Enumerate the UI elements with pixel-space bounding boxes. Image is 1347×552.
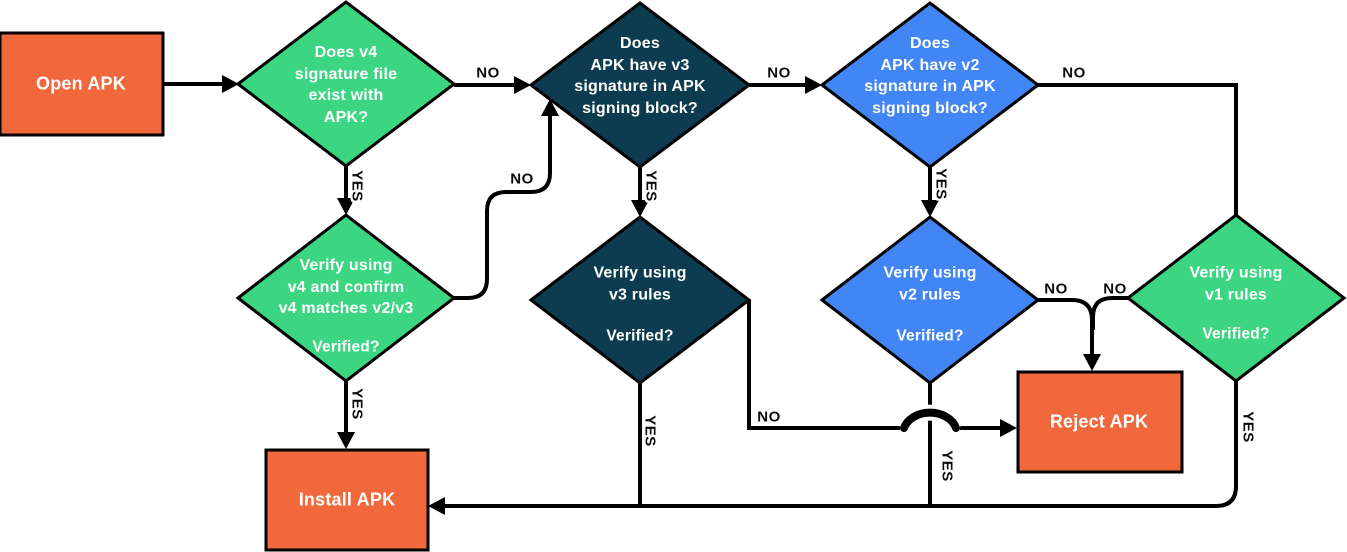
- verifyv1-label: Verify using v1 rules: [1189, 264, 1283, 304]
- reject-apk-label: Reject APK: [1049, 411, 1149, 432]
- reject-apk-box: [1016, 370, 1184, 474]
- verifyv2-label: Verify using v2 rules: [883, 264, 977, 304]
- edge-label-verifyv2-yes: YES: [938, 450, 956, 482]
- arrowhead-into-verifyv2: [921, 200, 939, 217]
- edge-verifyv2-no-to-reject: [1038, 298, 1094, 356]
- edge-label-qv2-no: NO: [1062, 64, 1086, 82]
- open-apk-box: [0, 31, 165, 137]
- verifyv4-verified-label: Verified?: [312, 338, 380, 356]
- arrowhead-into-qv2: [805, 76, 822, 94]
- edge-label-verifyv1-no: NO: [1103, 280, 1127, 298]
- arrowhead-into-reject-left: [1000, 419, 1017, 437]
- decision-verifyv1-shape: [1125, 213, 1347, 383]
- edge-label-qv3-yes: YES: [642, 170, 660, 202]
- qv4-label: Does v4 signature file exist with APK?: [294, 44, 398, 126]
- verifyv1-verified-label: Verified?: [1202, 325, 1270, 343]
- decision-verifyv3-shape: [528, 215, 752, 385]
- edge-verifyv3-no-left-segment: [747, 300, 900, 430]
- verifyv4-label: Verify using v4 and confirm v4 matches v…: [278, 256, 414, 317]
- decision-verifyv2-shape: [819, 215, 1041, 385]
- install-apk-box: [264, 448, 430, 552]
- edge-label-verifyv4-yes: YES: [348, 388, 366, 420]
- decision-verifyv4-shape: [235, 213, 457, 383]
- arrowhead-into-verifyv4: [337, 198, 355, 215]
- edge-label-verifyv1-yes: YES: [1239, 411, 1257, 443]
- qv2-label: Does APK have v2 signature in APK signin…: [864, 35, 996, 117]
- decision-qv2-shape: [819, 1, 1041, 169]
- arrowhead-into-install-top: [337, 432, 355, 449]
- arrowhead-into-verifyv3: [631, 200, 649, 217]
- decision-qv3-shape: [528, 1, 752, 169]
- arrowhead-into-qv4: [222, 75, 239, 93]
- verifyv3-verified-label: Verified?: [606, 327, 674, 345]
- edge-label-verifyv3-no: NO: [757, 408, 781, 426]
- decision-qv4-shape: [235, 0, 457, 168]
- edge-label-qv2-yes: YES: [932, 168, 950, 200]
- edge-label-qv3-no: NO: [767, 64, 791, 82]
- arrowhead-into-reject-top: [1083, 354, 1101, 371]
- edge-label-verifyv2-no: NO: [1044, 280, 1068, 298]
- edge-label-verifyv3-yes: YES: [641, 415, 659, 447]
- edge-verifyv1-no-to-reject: [1091, 296, 1128, 330]
- edge-bottom-to-install: [444, 381, 1238, 508]
- edge-label-verifyv4-no: NO: [510, 170, 534, 188]
- verifyv3-label: Verify using v3 rules: [593, 264, 687, 304]
- arrowhead-scurve-into-qv3: [541, 99, 559, 116]
- open-apk-label: Open APK: [36, 73, 126, 94]
- arrowhead-into-qv3: [514, 76, 531, 94]
- install-apk-label: Install APK: [298, 489, 396, 510]
- edge-label-qv4-yes: YES: [348, 170, 366, 202]
- verifyv2-verified-label: Verified?: [896, 327, 964, 345]
- edge-label-qv4-no: NO: [476, 64, 500, 82]
- edge-bridge-hop: [900, 408, 960, 432]
- arrowhead-into-install-right: [428, 497, 445, 515]
- edge-qv2-no-to-v1: [1038, 83, 1238, 216]
- edge-verifyv4-no-scurve: [454, 114, 552, 300]
- qv3-label: Does APK have v3 signature in APK signin…: [574, 35, 706, 117]
